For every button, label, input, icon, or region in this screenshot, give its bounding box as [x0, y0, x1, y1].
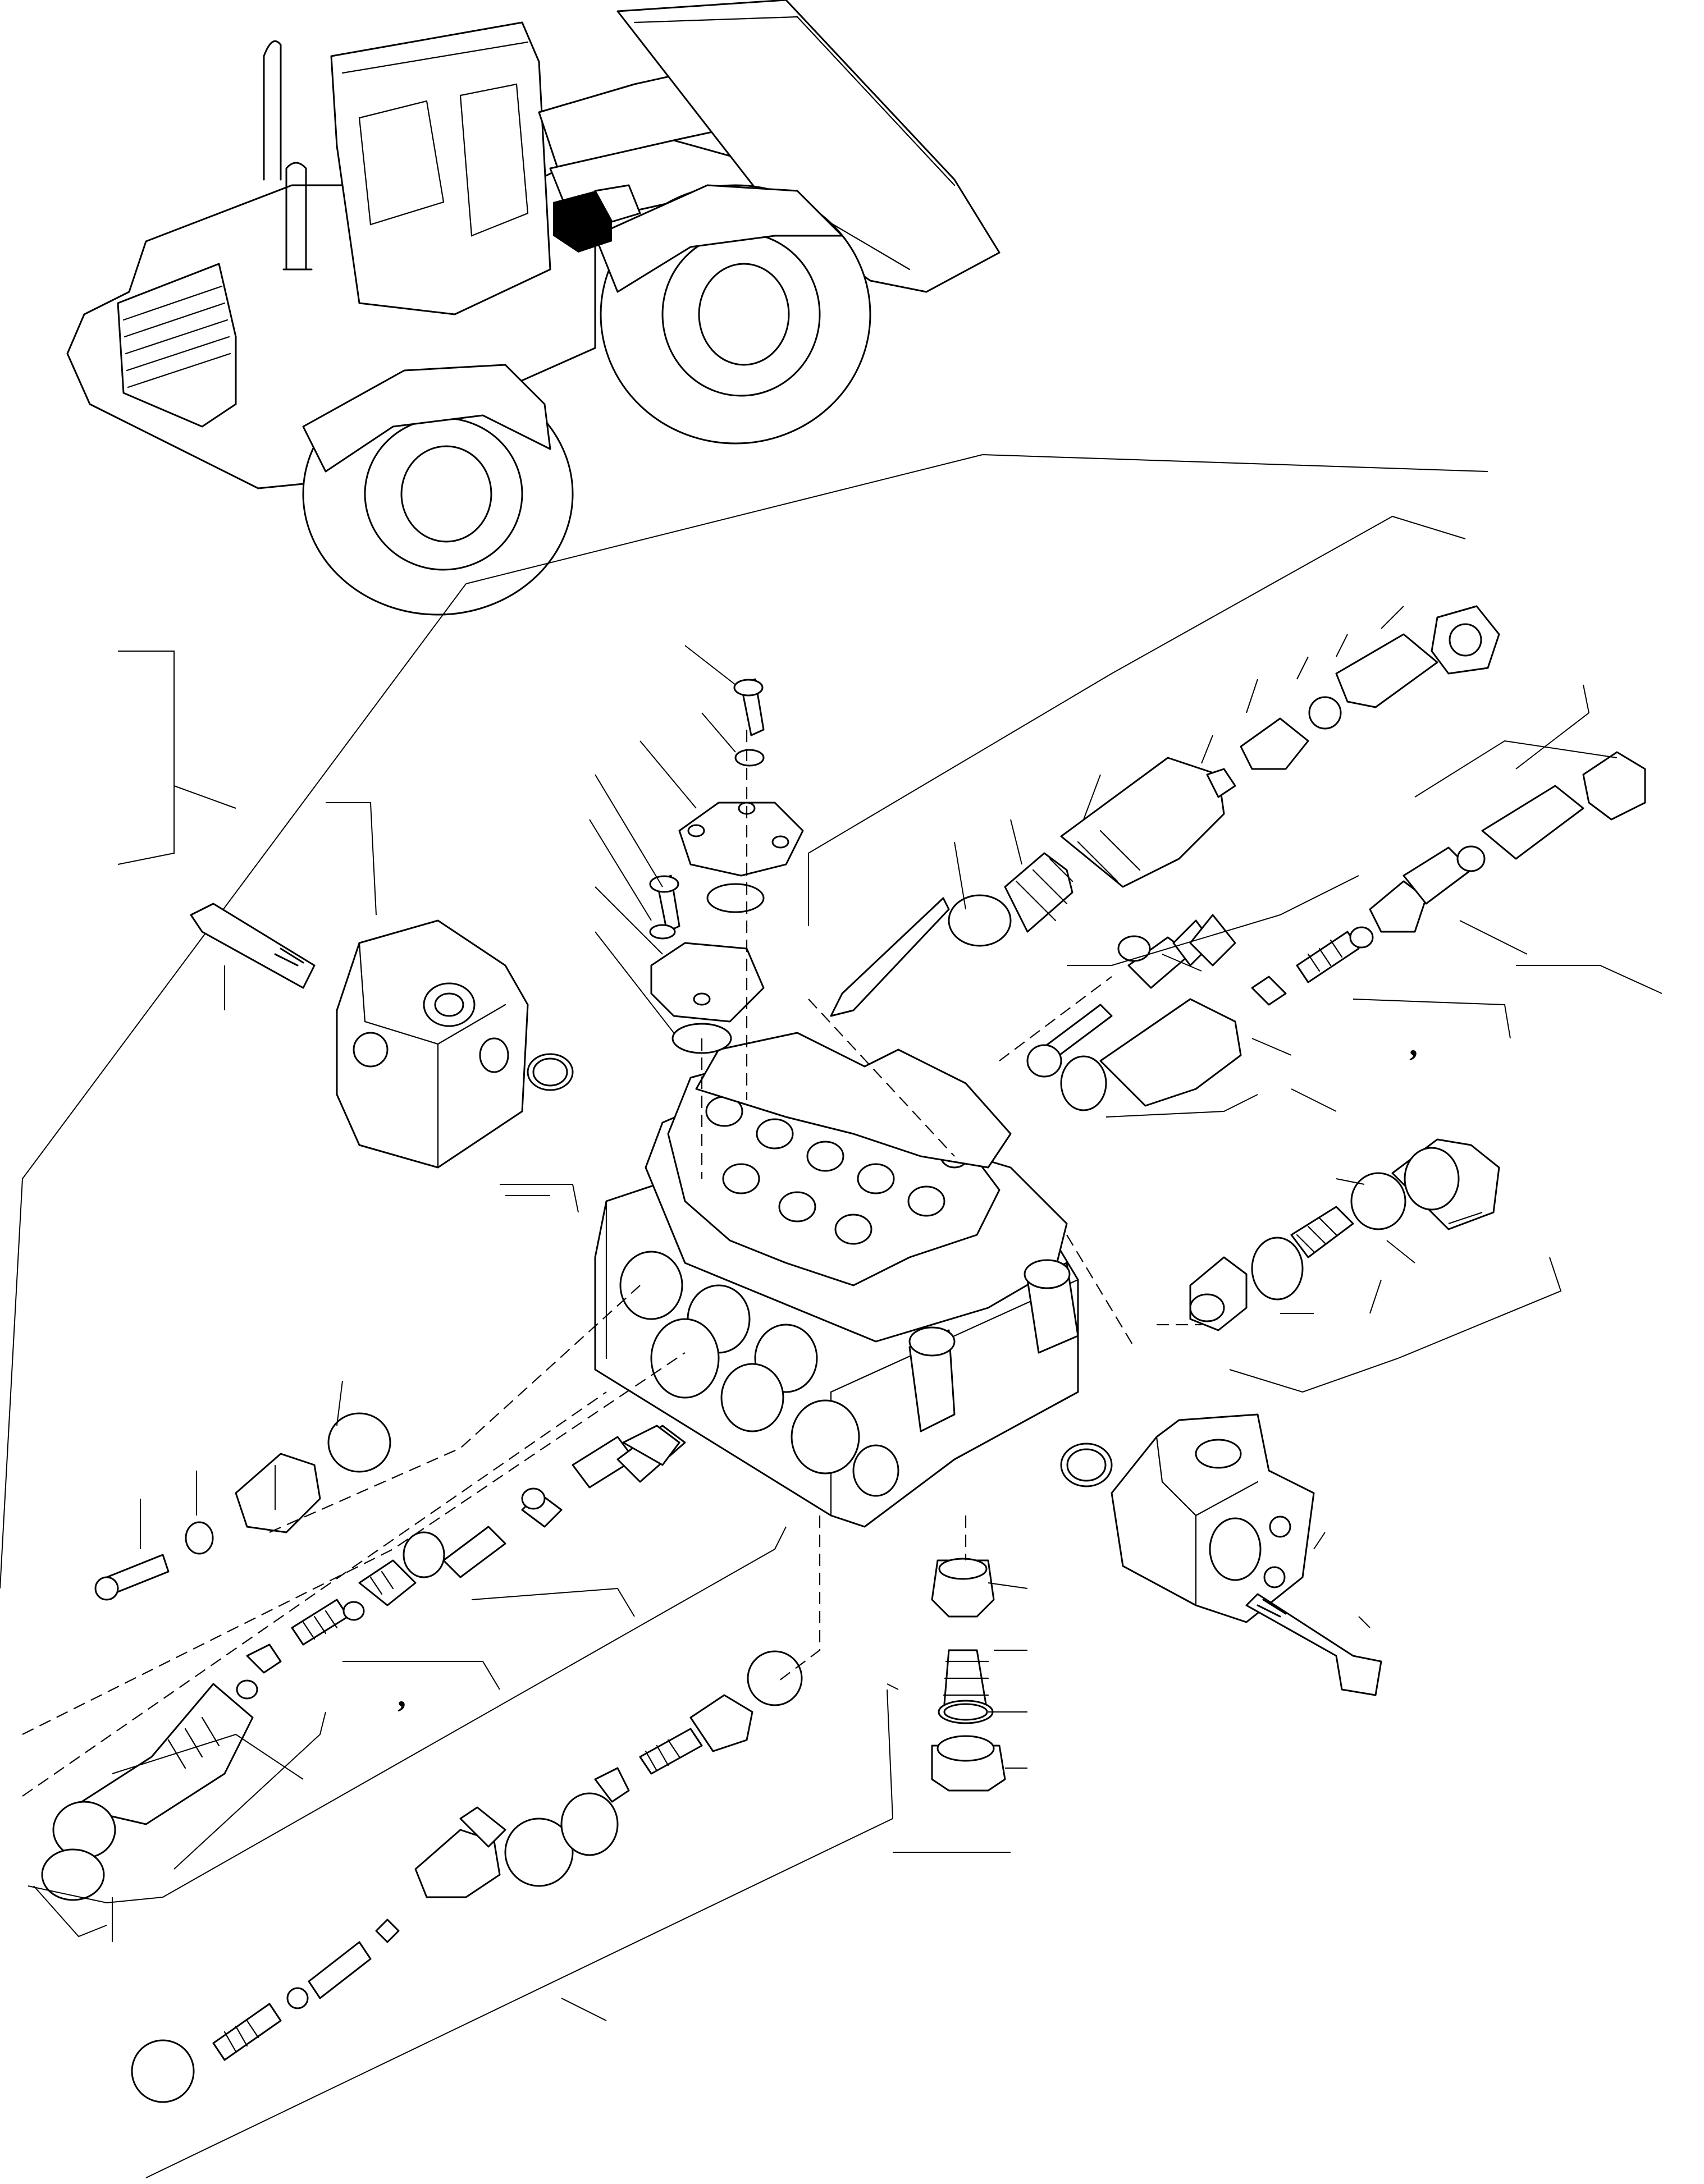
- callout-leaders: [28, 515, 1662, 2178]
- spool-row-left-3: [246, 1531, 445, 1674]
- relief-valve-row-1: [830, 605, 1500, 1017]
- spool-row-right-middle: [1189, 1138, 1500, 1331]
- relief-valve-row-2: [1026, 914, 1242, 1111]
- assembly-center-lines: [22, 730, 1202, 1797]
- mark-comma-right: ,: [1409, 1025, 1418, 1063]
- right-end-cap-block: [1060, 1413, 1382, 1696]
- left-end-cap-block: [190, 903, 574, 1169]
- mark-comma-left: ,: [398, 1677, 406, 1714]
- spool-row-left-1: [94, 1412, 391, 1601]
- spool-row-left-2: [442, 1425, 686, 1578]
- wheel-loader-illustration: [66, 0, 1001, 616]
- relief-valve-row-3: [1251, 751, 1646, 1006]
- plug-stack-vertical: [931, 1558, 1006, 1792]
- spool-row-left-5: [414, 1650, 803, 1898]
- spool-row-left-6: [131, 1919, 400, 2103]
- spool-row-left-4: [41, 1679, 258, 1901]
- top-cover-assembly-upper: [678, 678, 804, 913]
- control-valve-body: [594, 1032, 1079, 1528]
